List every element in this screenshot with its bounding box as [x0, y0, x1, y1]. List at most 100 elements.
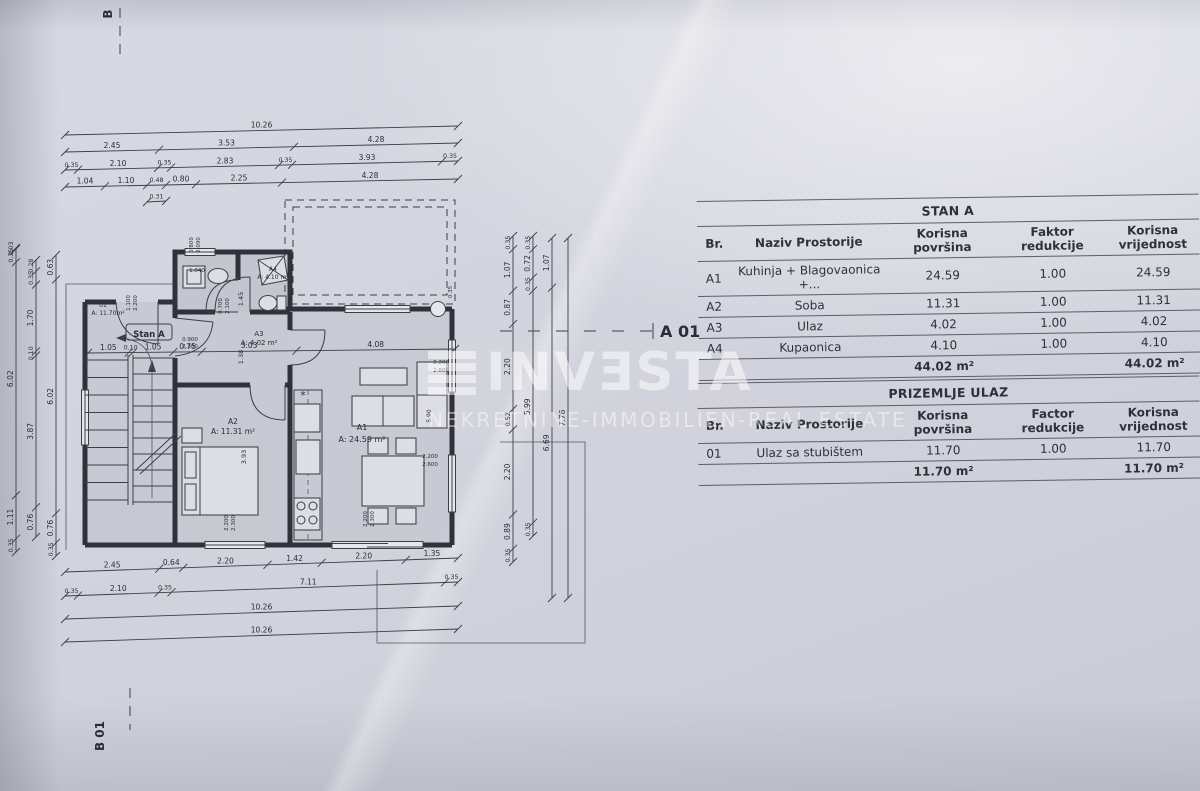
boundary-outlines [65, 283, 586, 644]
dimension-label: 2.45 [104, 560, 121, 569]
dimension-label: 0.63 [46, 259, 55, 276]
total-area: 44.02 m² [914, 358, 975, 374]
dimension-label: 2.20 [355, 551, 372, 560]
table-cell: 11.31 [925, 296, 961, 311]
dimension-label: 6.02 [6, 370, 15, 387]
dimension-label: 6.02 [46, 388, 55, 405]
area-table-prizemlje: PRIZEMLJE ULAZ Br. Naziv Prostorije Kori… [697, 375, 1200, 486]
column-header: Br. [705, 236, 724, 251]
table-cell: 11.70 [925, 443, 961, 458]
plan-label: A: 11.70m² [91, 310, 125, 317]
table-cell: 4.10 [1140, 335, 1168, 350]
plan-label: A: 4.10 m² [257, 274, 289, 281]
table-cell: A4 [706, 341, 723, 356]
chair [367, 437, 389, 455]
area-table-stan-a: STAN A Br. Naziv Prostorije Korisna povr… [696, 193, 1200, 381]
bed [181, 446, 259, 516]
column-header: Korisna vrijednost [1118, 222, 1188, 252]
dimension-label: 2.20 [217, 556, 234, 565]
dimension-label: 0.35 [525, 236, 532, 250]
dimension-label: 0.64 [163, 558, 180, 567]
dimension-label: 1.42 [286, 554, 303, 563]
dimension-label: 7.76 [558, 409, 567, 426]
dimension-label: 2.10 [110, 159, 127, 168]
nightstand [181, 427, 203, 444]
plan-label: 0.35 [448, 285, 454, 298]
table-cell: 1.00 [1040, 315, 1067, 330]
dining-table [361, 455, 425, 507]
plan-label: A: 11.31 m² [211, 427, 255, 436]
plan-label: 2.090 [196, 237, 202, 253]
section-label-b-top: B [101, 9, 115, 18]
plan-label: 2.200 [433, 360, 449, 366]
dimension-label: 0.48 [149, 177, 163, 184]
plan-label: 2.600 [433, 368, 449, 374]
dimension-label: 1.05 [100, 343, 117, 352]
total-value: 11.70 m² [1123, 460, 1185, 476]
table-cell: A3 [706, 320, 723, 335]
dimension-label: 10.26 [251, 626, 273, 635]
dimension-label: 2.20 [503, 463, 512, 480]
dimension-label: 3.53 [218, 138, 235, 147]
plan-label: A: 24.59 m² [338, 435, 385, 444]
total-area: 11.70 m² [913, 463, 974, 479]
plan-label: A3 [254, 330, 263, 338]
chair [395, 507, 417, 525]
fridge [293, 403, 321, 433]
plan-label: A2 [228, 417, 238, 426]
table-cell: 4.02 [1140, 314, 1168, 329]
dimension-label: 0.10 [124, 345, 138, 352]
dimension-label: 0.89 [503, 523, 512, 540]
dimension-label: 2.10 [110, 584, 127, 593]
dimension-label: 0.75 [179, 342, 196, 351]
dimension-label: 1.04 [77, 177, 94, 186]
dimension-label: 0.52 [505, 412, 512, 426]
column-header: Korisna površina [913, 407, 973, 437]
chair [395, 437, 417, 455]
dimension-label: 2.83 [217, 156, 234, 165]
table-cell: Ulaz sa stubištem [756, 444, 864, 461]
column-header: Naziv Prostorije [754, 234, 863, 251]
table-cell: 11.31 [1136, 292, 1171, 308]
dimension-label: 3.03 [241, 341, 258, 350]
section-lines: B B 01 A 01 [93, 8, 700, 751]
door-arcs [115, 276, 326, 421]
plan-label: 0.800 [189, 237, 195, 253]
plan-label: A4 [269, 266, 277, 273]
dimension-label: 2.25 [231, 173, 248, 182]
coffee-table [359, 367, 408, 386]
table-cell: 01 [706, 446, 722, 461]
dimension-label: 0.10 [28, 346, 35, 360]
dimension-label: 1.07 [503, 261, 512, 278]
dimension-label: 0.28 [28, 259, 35, 273]
dimension-label: 1.07 [542, 254, 551, 271]
plan-label: 2.300 [370, 511, 376, 527]
dimension-label: 0.35 [158, 584, 172, 591]
dimension-label: 0.35 [48, 542, 55, 556]
plan-label: 0.700 [218, 298, 224, 314]
table-cell: Soba [794, 298, 825, 313]
dimension-label: 0.35 [64, 162, 78, 169]
table-cell: 24.59 [1135, 264, 1171, 280]
dimension-label: 10.26 [251, 121, 273, 130]
table-cell: 4.02 [930, 317, 957, 332]
dimension-label: 0.35 [505, 548, 512, 562]
total-value: 44.02 m² [1124, 355, 1185, 371]
dimension-label: 0.35 [505, 236, 512, 250]
table-cell: Kuhinja + Blagovaonica +... [737, 262, 881, 292]
dimension-label: 0.72 [523, 255, 532, 272]
table-cell: Kupaonica [779, 339, 842, 355]
washing-machine [182, 265, 206, 289]
plan-label: 1.100 [126, 295, 132, 311]
dimension-label: 0.76 [46, 519, 55, 536]
section-label-a01: A 01 [660, 322, 700, 341]
walls [82, 249, 455, 548]
dimension-label: 0.35 [525, 277, 532, 291]
dimension-label: 0.03 [8, 241, 15, 255]
dimension-label: 0.35 [444, 574, 458, 581]
plan-label: 2.300 [231, 515, 237, 531]
staircase [85, 334, 182, 505]
plan-label: 2.100 [225, 298, 231, 314]
